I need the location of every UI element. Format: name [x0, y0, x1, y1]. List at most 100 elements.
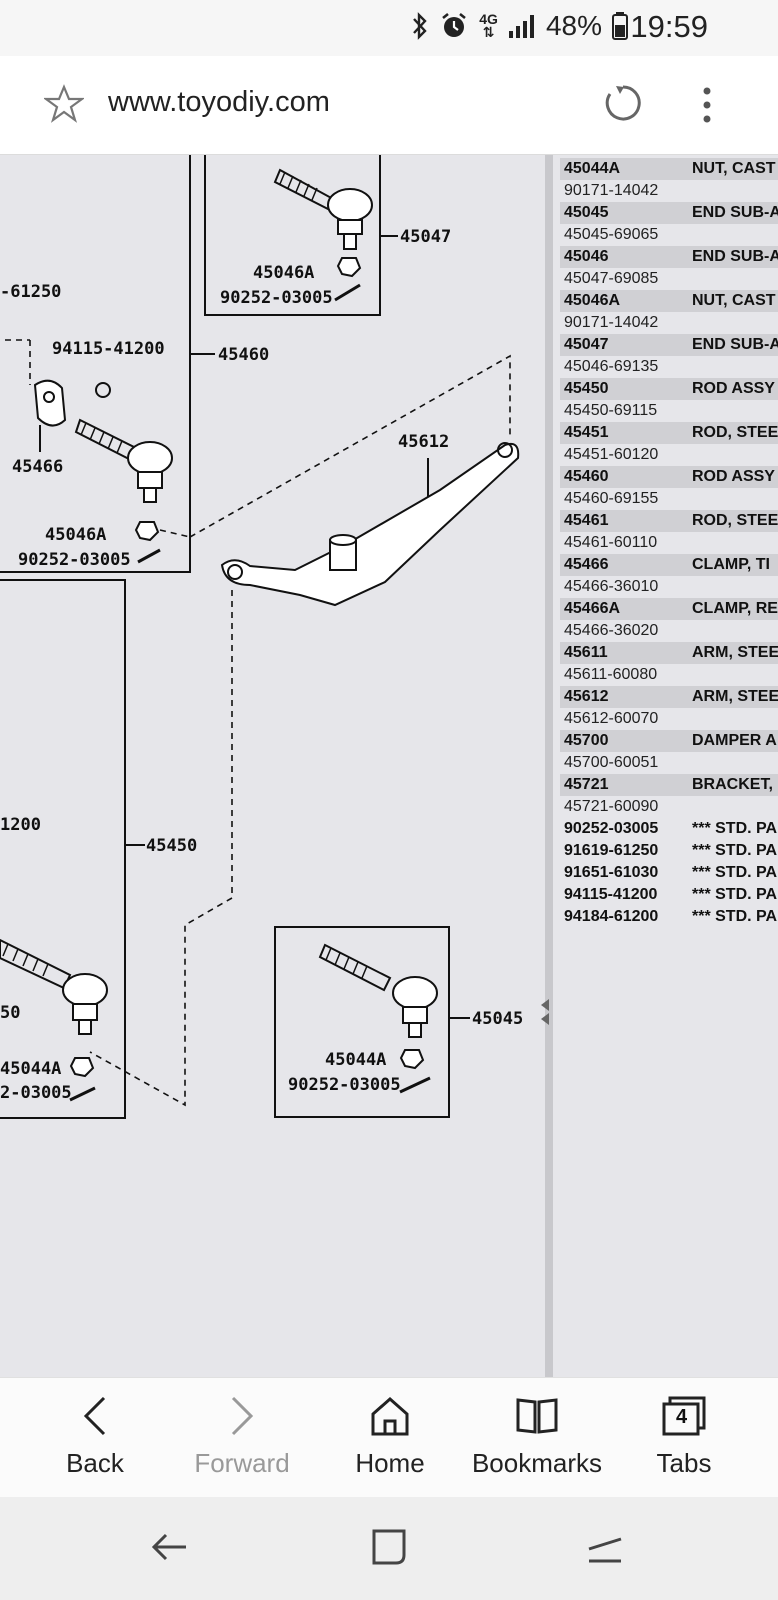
pane-divider[interactable] [541, 155, 553, 1377]
bookmarks-button[interactable]: Bookmarks [467, 1378, 607, 1498]
part-number[interactable]: 91619-61250 [564, 842, 659, 859]
part-number[interactable]: 45047 [564, 336, 609, 353]
part-subnumber-row[interactable]: 45611-60080 [560, 664, 778, 686]
part-subnumber-row[interactable]: 45461-60110 [560, 532, 778, 554]
home-button[interactable]: Home [320, 1378, 460, 1498]
forward-button[interactable]: Forward [172, 1378, 312, 1498]
part-number[interactable]: 45451 [564, 424, 609, 441]
part-number[interactable]: 45721 [564, 776, 609, 793]
part-number[interactable]: 45460 [564, 468, 609, 485]
part-description: CLAMP, RE [692, 600, 778, 617]
part-row[interactable]: 45046 END SUB-A [560, 246, 778, 268]
part-row[interactable]: 45466A CLAMP, RE [560, 598, 778, 620]
part-number[interactable]: 45612 [564, 688, 609, 705]
part-subnumber-row[interactable]: 45466-36010 [560, 576, 778, 598]
part-subnumber[interactable]: 45451-60120 [564, 446, 659, 463]
url-field[interactable]: www.toyodiy.com [108, 86, 330, 118]
part-subnumber[interactable]: 45047-69085 [564, 270, 659, 287]
part-subnumber-row[interactable]: 45046-69135 [560, 356, 778, 378]
part-subnumber[interactable]: 45466-36020 [564, 622, 659, 639]
part-subnumber[interactable]: 45450-69115 [564, 402, 658, 419]
system-nav-bar [0, 1497, 778, 1600]
more-menu-icon[interactable] [700, 86, 714, 129]
signal-icon [508, 13, 536, 39]
nav-switch-icon[interactable] [585, 1527, 625, 1572]
label-90252-left: 2-03005 [0, 1083, 72, 1103]
part-subnumber-row[interactable]: 45612-60070 [560, 708, 778, 730]
part-number[interactable]: 94115-41200 [564, 886, 658, 903]
part-description: ROD ASSY [692, 380, 775, 397]
part-subnumber-row[interactable]: 45450-69115 [560, 400, 778, 422]
part-subnumber-row[interactable]: 45721-60090 [560, 796, 778, 818]
std-part-row[interactable]: 94115-41200*** STD. PA [560, 884, 778, 906]
label-45047: 45047 [400, 227, 451, 247]
part-number[interactable]: 45450 [564, 380, 609, 397]
part-subnumber-row[interactable]: 45700-60051 [560, 752, 778, 774]
part-number[interactable]: 45466 [564, 556, 609, 573]
part-subnumber-row[interactable]: 45460-69155 [560, 488, 778, 510]
part-subnumber-row[interactable]: 45047-69085 [560, 268, 778, 290]
part-subnumber-row[interactable]: 90171-14042 [560, 180, 778, 202]
part-number[interactable]: 45046 [564, 248, 609, 265]
part-subnumber[interactable]: 45046-69135 [564, 358, 659, 375]
part-subnumber[interactable]: 45461-60110 [564, 534, 658, 551]
part-subnumber[interactable]: 45721-60090 [564, 798, 659, 815]
part-subnumber[interactable]: 45611-60080 [564, 666, 658, 683]
part-number[interactable]: 45466A [564, 600, 621, 617]
part-number[interactable]: 45045 [564, 204, 609, 221]
part-subnumber-row[interactable]: 45045-69065 [560, 224, 778, 246]
part-subnumber[interactable]: 45460-69155 [564, 490, 659, 507]
std-part-row[interactable]: 91619-61250 *** STD. PA [560, 840, 778, 862]
part-subnumber-row[interactable]: 45466-36020 [560, 620, 778, 642]
part-row[interactable]: 45450 ROD ASSY [560, 378, 778, 400]
part-number[interactable]: 94184-61200 [564, 908, 659, 925]
part-subnumber[interactable]: 90171-14042 [564, 182, 659, 199]
part-subnumber[interactable]: 45612-60070 [564, 710, 659, 727]
part-number[interactable]: 91651-61030 [564, 864, 659, 881]
bluetooth-icon [411, 11, 429, 41]
part-description: *** STD. PA [692, 908, 778, 925]
part-subnumber-row[interactable]: 45451-60120 [560, 444, 778, 466]
part-subnumber[interactable]: 45700-60051 [564, 754, 659, 771]
part-description: END SUB-A [692, 248, 778, 265]
part-description: END SUB-A [692, 204, 778, 221]
part-number[interactable]: 45611 [564, 644, 608, 661]
part-subnumber[interactable]: 45045-69065 [564, 226, 659, 243]
part-number[interactable]: 45046A [564, 292, 621, 309]
part-number[interactable]: 90252-03005 [564, 820, 659, 837]
nav-recents-icon[interactable] [370, 1527, 410, 1572]
reload-icon[interactable] [602, 82, 644, 129]
part-number[interactable]: 45044A [564, 160, 621, 177]
part-row[interactable]: 45045 END SUB-A [560, 202, 778, 224]
nav-back-icon[interactable] [150, 1527, 190, 1572]
std-part-row[interactable]: 90252-03005*** STD. PA [560, 818, 778, 840]
part-subnumber[interactable]: 45466-36010 [564, 578, 659, 595]
std-part-row[interactable]: 94184-61200 *** STD. PA [560, 906, 778, 928]
back-button[interactable]: Back [25, 1378, 165, 1498]
star-icon[interactable] [42, 84, 86, 129]
label-45466: 45466 [12, 457, 63, 477]
part-subnumber[interactable]: 90171-14042 [564, 314, 659, 331]
part-description: ARM, STEE [692, 688, 778, 705]
tabs-button[interactable]: 4 Tabs [614, 1378, 754, 1498]
part-description: *** STD. PA [692, 842, 778, 859]
part-number[interactable]: 45461 [564, 512, 609, 529]
part-row[interactable]: 45044A NUT, CAST [560, 158, 778, 180]
part-subnumber-row[interactable]: 90171-14042 [560, 312, 778, 334]
label-50: 50 [0, 1003, 20, 1023]
std-part-row[interactable]: 91651-61030*** STD. PA [560, 862, 778, 884]
part-row[interactable]: 45612 ARM, STEE [560, 686, 778, 708]
clock: 19:59 [630, 9, 708, 44]
part-description: NUT, CAST [692, 160, 776, 177]
part-number[interactable]: 45700 [564, 732, 609, 749]
